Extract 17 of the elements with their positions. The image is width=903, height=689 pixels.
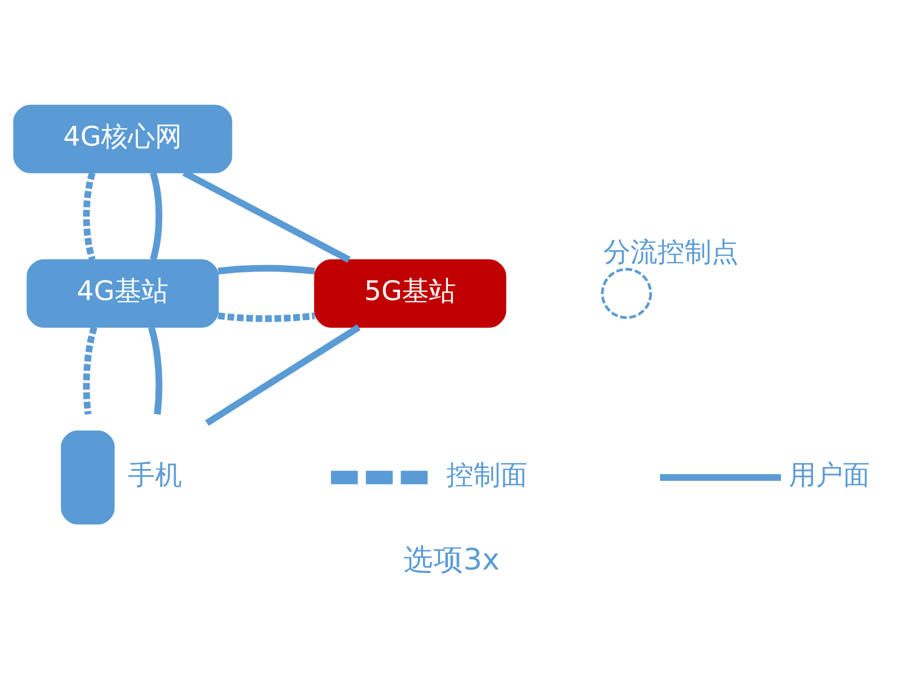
- caption: 选项3x: [403, 542, 500, 577]
- node-label: 手机: [128, 460, 182, 492]
- legend-label: 用户面: [789, 460, 870, 492]
- legend-label: 控制面: [446, 460, 528, 492]
- node-box: [60, 430, 115, 525]
- connector: [148, 326, 162, 415]
- connector: [83, 326, 98, 415]
- connector: [205, 324, 361, 426]
- connector: [150, 172, 162, 260]
- node-box: 5G基站: [314, 259, 506, 328]
- node-box: 4G基站: [26, 259, 219, 328]
- connector: [218, 264, 315, 274]
- node-label: 分流控制点: [603, 237, 738, 268]
- connector: [83, 172, 96, 260]
- node-box: 4G核心网: [13, 104, 232, 174]
- node-circle: [600, 268, 652, 319]
- connector: [218, 312, 315, 322]
